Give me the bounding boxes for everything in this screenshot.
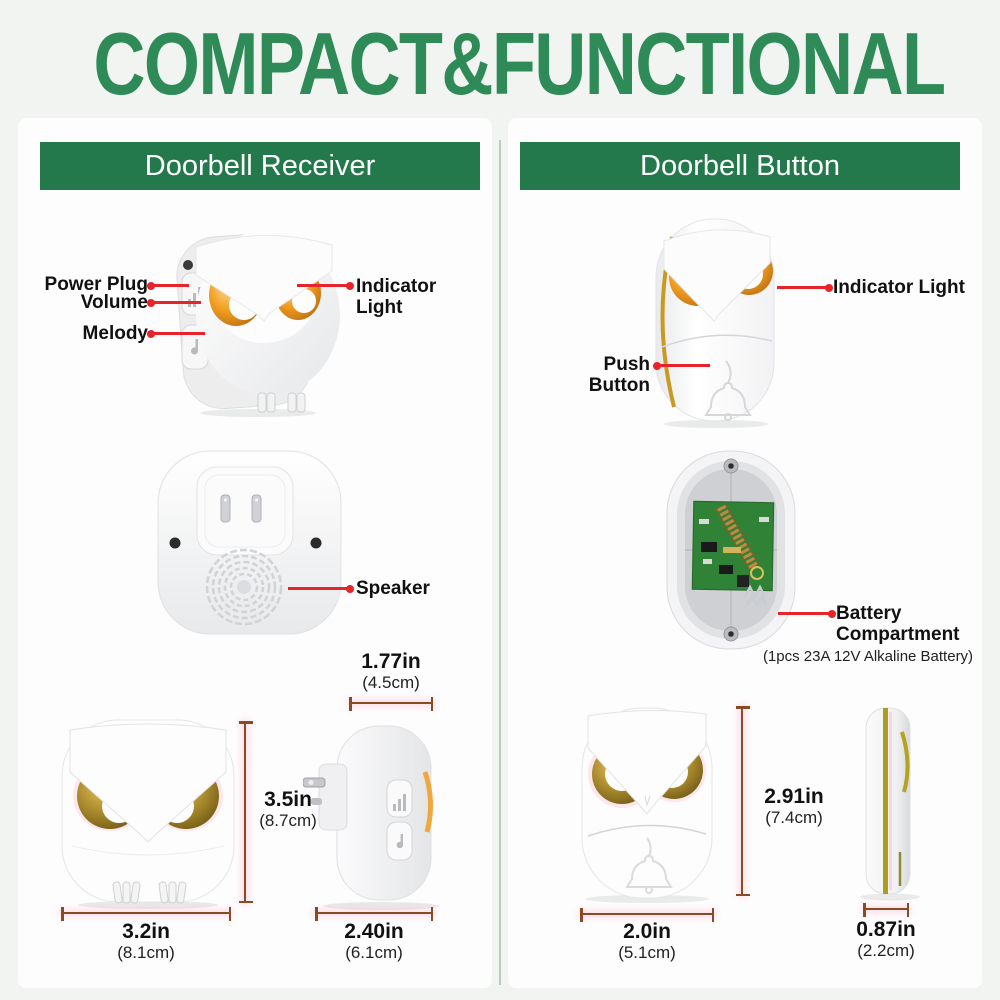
button-height-dimension: 2.91in (7.4cm) (764, 785, 824, 827)
button-depth-line (863, 903, 909, 917)
receiver-top-width-dimension: 1.77in (4.5cm) (361, 650, 421, 692)
melody-button-icon (386, 821, 413, 861)
button-width-dimension: 2.0in (5.1cm) (618, 920, 676, 962)
battery-note: (1pcs 23A 12V Alkaline Battery) (762, 648, 974, 665)
gold-trim (883, 708, 888, 894)
volume-label: Volume (80, 292, 148, 313)
push-pad-seam (587, 824, 707, 837)
eye-sliver (422, 771, 433, 833)
plug-plate (196, 466, 294, 556)
receiver-height-dimension: 3.5in (8.7cm) (259, 788, 317, 830)
power-plug-callout-line (147, 281, 189, 290)
button-three-quarter-image (655, 218, 775, 428)
screw-left (169, 537, 181, 549)
button-front-image (581, 707, 713, 903)
bell-emboss (625, 837, 673, 894)
button-open-image (666, 450, 796, 650)
power-plug-knob (183, 260, 193, 270)
owl-brow (587, 709, 707, 815)
receiver-three-quarter-image (176, 231, 340, 417)
owl-brow (195, 235, 333, 322)
melody-label: Melody (82, 323, 148, 344)
receiver-indicator-light-label: Indicator Light (356, 276, 437, 318)
button-header: Doorbell Button (520, 142, 960, 190)
beak (644, 795, 651, 807)
button-indicator-callout-line (777, 283, 833, 292)
volume-callout-line (147, 298, 201, 307)
button-height-line (736, 706, 750, 896)
plug-prong-side (303, 777, 326, 805)
screw-right (310, 537, 322, 549)
button-depth-dimension: 0.87in (2.2cm) (856, 918, 916, 960)
push-button-label: Push Button (588, 354, 650, 396)
button-side-image (860, 707, 920, 901)
speaker-callout-line (288, 584, 354, 593)
power-plug-label: Power Plug (44, 274, 148, 295)
owl-feet (257, 392, 306, 413)
melody-callout-line (147, 329, 205, 338)
receiver-front-image (61, 719, 235, 909)
bell-emboss (704, 360, 752, 421)
receiver-width-dimension: 3.2in (8.1cm) (117, 920, 175, 962)
eye-sliver (900, 731, 910, 793)
button-width-line (580, 908, 714, 922)
panel-divider (499, 140, 501, 985)
circuit-board (691, 500, 775, 592)
receiver-depth-line (315, 907, 433, 921)
receiver-indicator-callout-line (297, 281, 354, 290)
owl-brow (663, 229, 771, 322)
speaker-grille (205, 548, 283, 626)
volume-button-icon (386, 779, 413, 818)
push-pad-seam (661, 334, 773, 348)
battery-compartment-label: Battery Compartment (836, 603, 960, 645)
owl-brow (69, 723, 227, 843)
page-title: COMPACT&FUNCTIONAL (93, 14, 946, 113)
button-indicator-light-label: Indicator Light (833, 277, 965, 298)
receiver-depth-dimension: 2.40in (6.1cm) (344, 920, 404, 962)
receiver-side-image (303, 725, 439, 910)
receiver-header: Doorbell Receiver (40, 142, 480, 190)
receiver-top-width-line (349, 697, 433, 711)
speaker-label: Speaker (356, 578, 430, 599)
plug-prongs (220, 494, 262, 523)
battery-spring (743, 584, 768, 608)
receiver-back-image (157, 450, 342, 635)
battery-callout-line (778, 609, 836, 618)
receiver-height-line (239, 721, 253, 903)
owl-feet (112, 881, 187, 904)
receiver-width-line (61, 907, 231, 921)
push-button-callout-line (653, 361, 710, 370)
plug-block (318, 763, 348, 831)
